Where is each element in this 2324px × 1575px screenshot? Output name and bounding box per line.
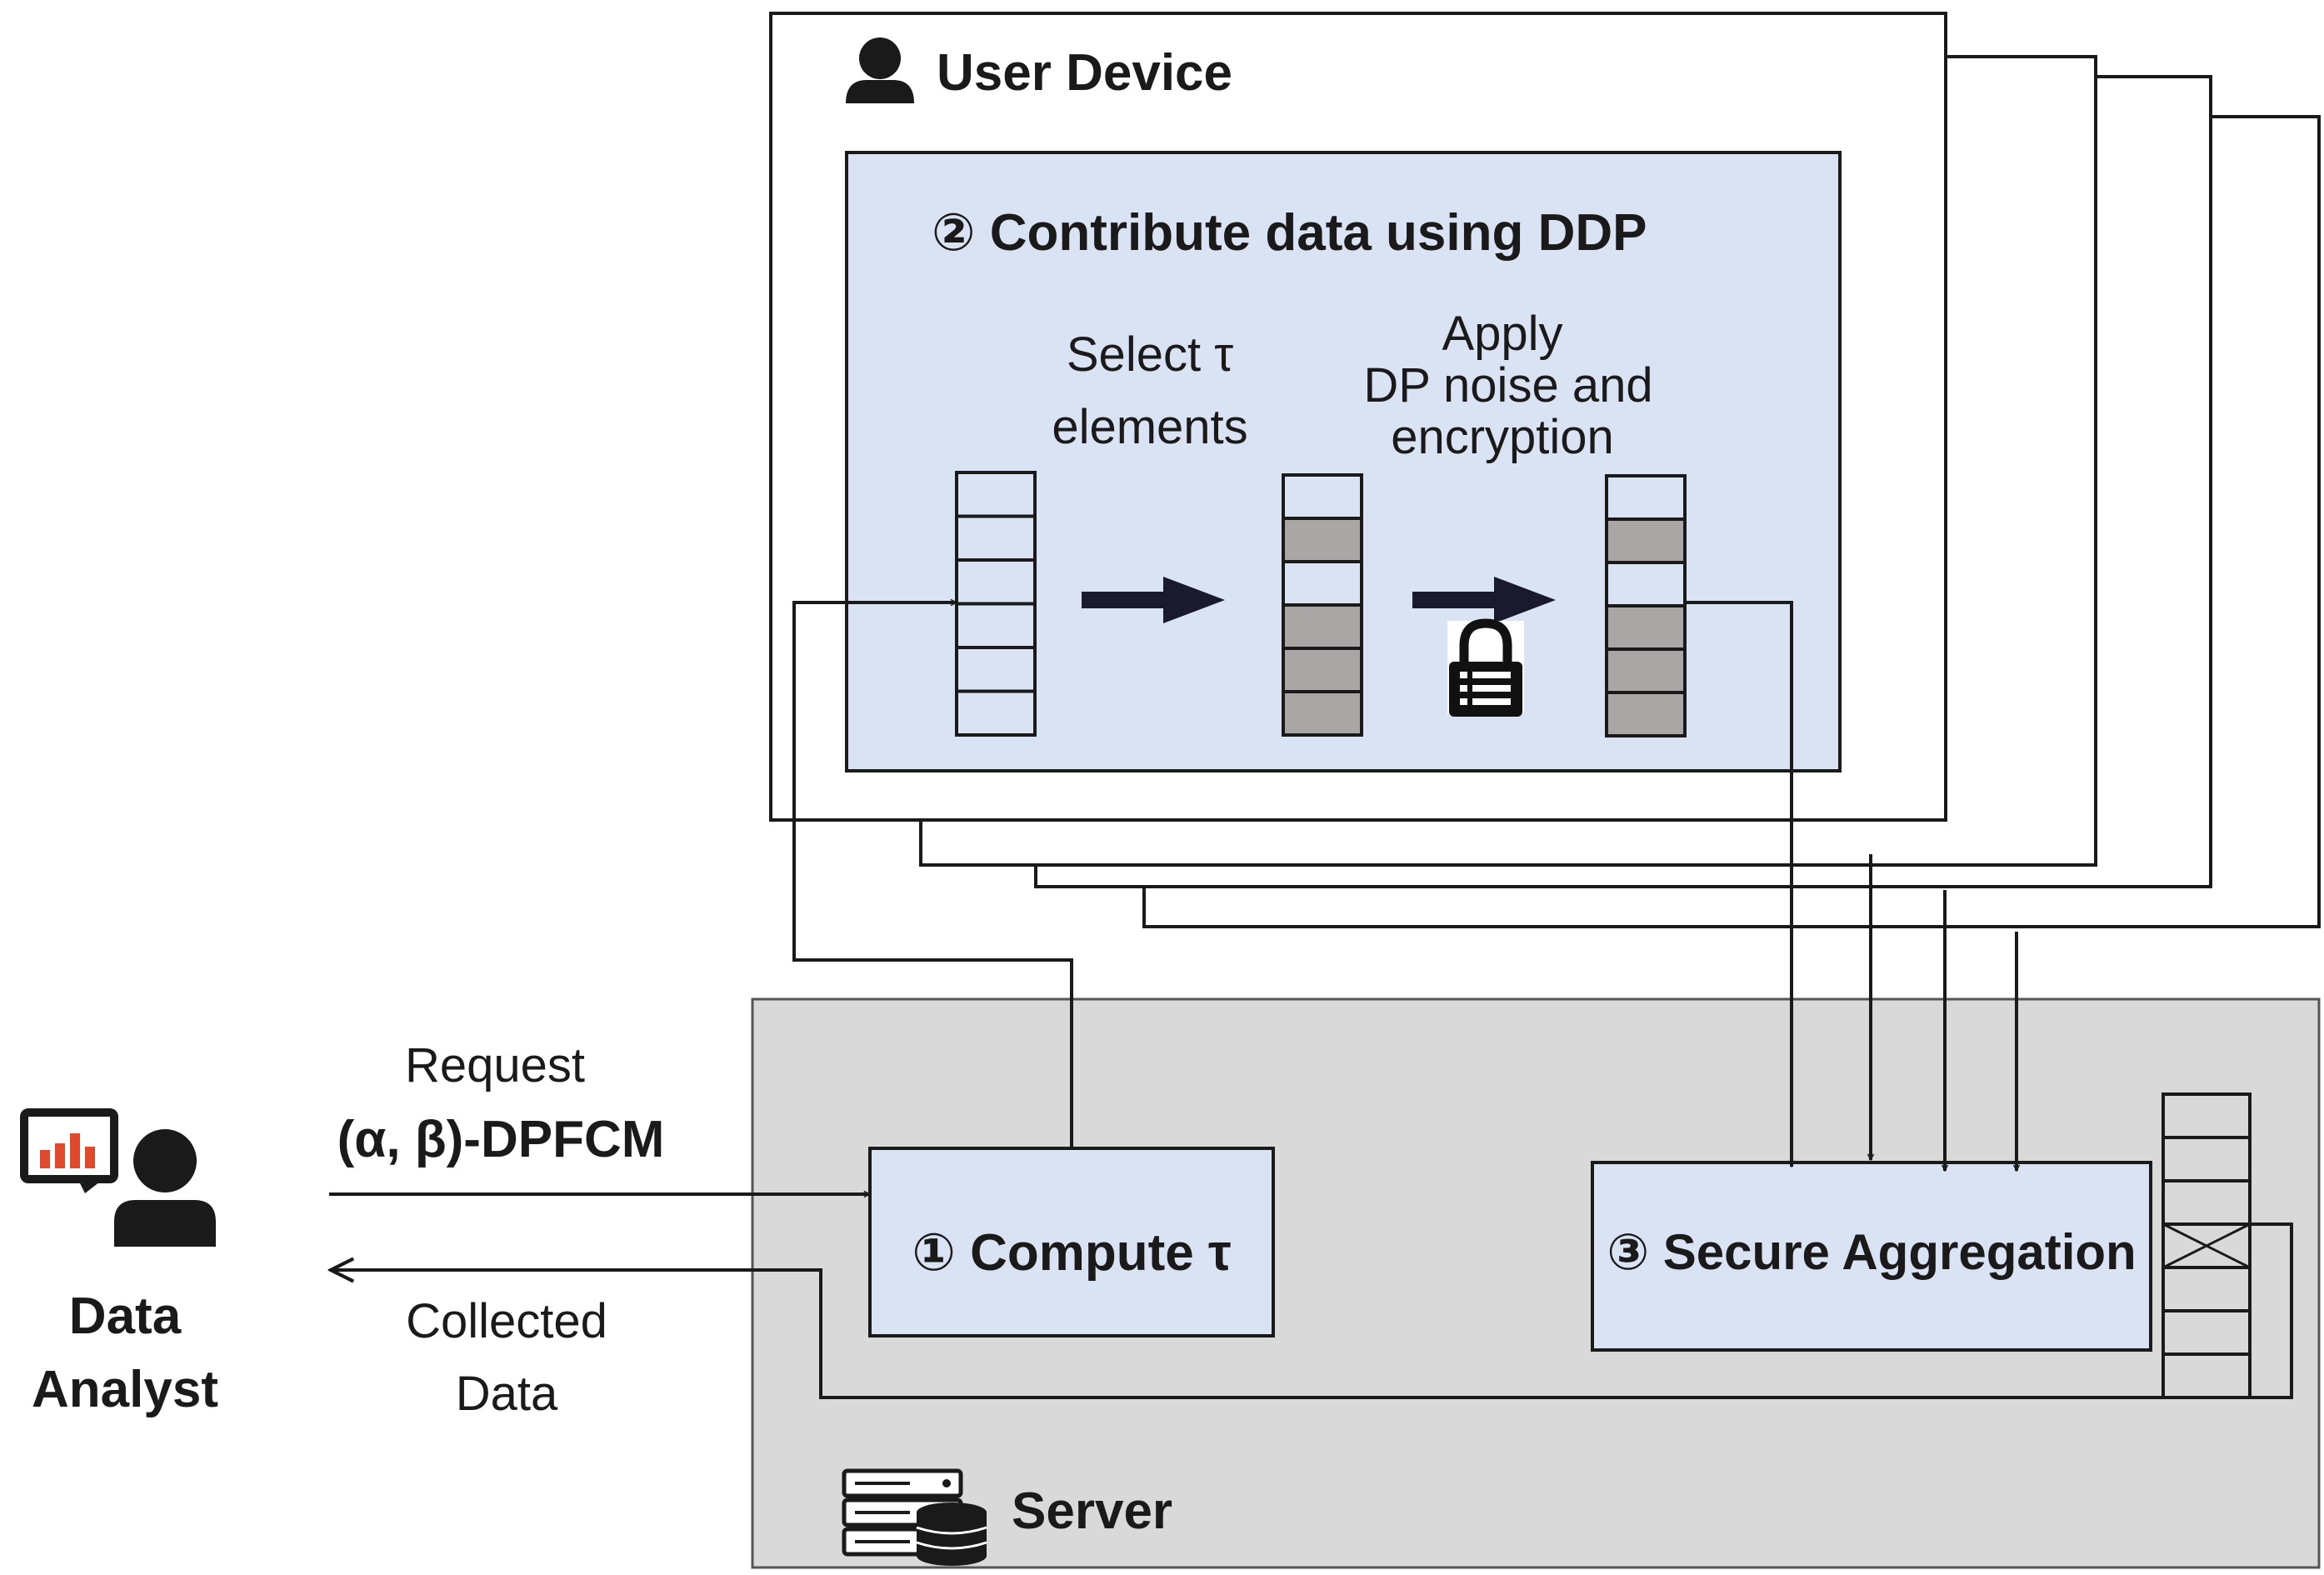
vector-cell xyxy=(955,558,1037,606)
vector-cell xyxy=(1282,560,1363,607)
encrypted-to-aggregation-line xyxy=(1685,601,1792,1167)
collected-label-line1: Collected xyxy=(406,1294,607,1348)
encrypt-arrow xyxy=(1412,577,1556,623)
user-icon xyxy=(846,38,914,103)
request-label-line1: Request xyxy=(405,1038,585,1092)
vector-cell xyxy=(1282,690,1363,737)
vector-cell xyxy=(955,514,1037,562)
vector-cell-cross xyxy=(2162,1222,2251,1269)
lock-icon xyxy=(1447,618,1524,717)
vector-cell xyxy=(2162,1309,2252,1356)
select-arrow xyxy=(1082,577,1225,623)
aggregate-vector xyxy=(2162,1092,2252,1399)
encrypted-vector xyxy=(1605,474,1687,738)
request-label-line2: (α, β)-DPFCM xyxy=(337,1111,665,1168)
vector-cell xyxy=(955,689,1037,737)
vector-cell xyxy=(1282,517,1363,563)
apply-label-line2: DP noise and xyxy=(1363,358,1652,412)
secure-aggregation-title: ③ Secure Aggregation xyxy=(1607,1224,2136,1280)
server-database-icon xyxy=(842,1468,987,1566)
analyst-dashboard-icon xyxy=(20,1108,118,1193)
server-title: Server xyxy=(1012,1482,1172,1540)
vector-cell xyxy=(2162,1352,2252,1399)
analyst-name-line1: Data xyxy=(69,1288,182,1345)
vector-cell xyxy=(1605,518,1687,564)
collected-data-line xyxy=(331,1222,2293,1399)
compute-box xyxy=(868,1147,1275,1338)
tau-to-device-line xyxy=(792,602,1073,1148)
vector-cell xyxy=(1605,691,1687,738)
vector-cell xyxy=(2162,1179,2252,1226)
selected-vector xyxy=(1282,473,1363,737)
vector-cell xyxy=(1605,604,1687,651)
select-label-line2: elements xyxy=(1052,400,1247,454)
apply-label-line1: Apply xyxy=(1442,307,1562,361)
vector-cell xyxy=(1282,647,1363,693)
input-vector xyxy=(955,471,1037,737)
vector-cell xyxy=(2162,1092,2252,1139)
connectors xyxy=(329,601,2293,1399)
vector-cell xyxy=(1605,648,1687,694)
vector-cell xyxy=(1282,603,1363,650)
vector-cell xyxy=(1605,474,1687,521)
analyst-user-icon xyxy=(114,1129,216,1247)
vector-cell xyxy=(1605,561,1687,608)
vector-cell xyxy=(955,602,1037,649)
vector-cell xyxy=(1282,473,1363,520)
vector-cell xyxy=(2162,1136,2252,1182)
vector-cell xyxy=(2162,1266,2252,1312)
compute-title: ① Compute τ xyxy=(912,1224,1231,1282)
contribute-title: ② Contribute data using DDP xyxy=(932,204,1647,262)
vector-cell xyxy=(955,471,1037,518)
apply-label-line3: encryption xyxy=(1391,410,1614,464)
secure-aggregation-box xyxy=(1591,1161,2152,1352)
analyst-name-line2: Analyst xyxy=(32,1361,218,1418)
vector-cell xyxy=(955,646,1037,693)
collected-label-line2: Data xyxy=(456,1367,558,1421)
user-device-title: User Device xyxy=(937,44,1232,102)
select-label-line1: Select τ xyxy=(1067,328,1233,382)
